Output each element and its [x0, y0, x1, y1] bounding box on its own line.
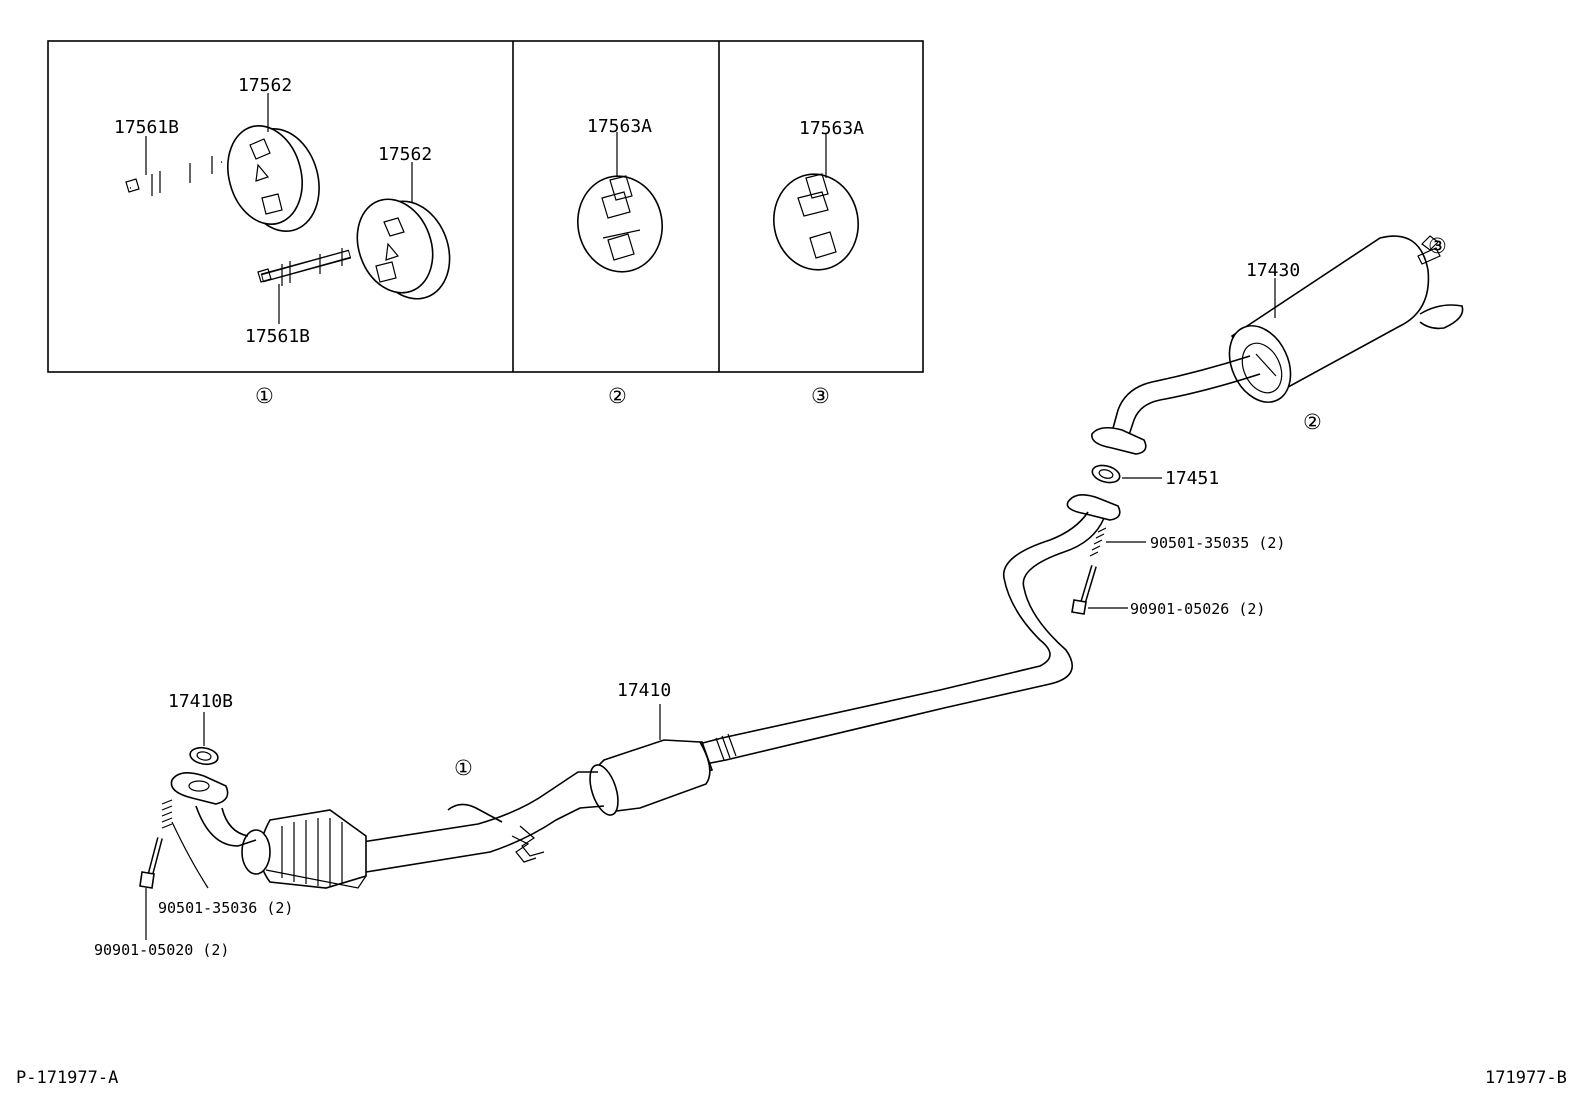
ref-3-muffler: ③ [1428, 234, 1447, 258]
footer-right-id: 171977-B [1485, 1068, 1567, 1088]
label-17563A-panel2: 17563A [587, 116, 652, 137]
bolt-17561B-upper [125, 156, 223, 196]
label-17410B: 17410B [168, 691, 233, 712]
label-90901-05020: 90901-05020 (2) [94, 941, 229, 959]
label-90501-35035: 90501-35035 (2) [1150, 534, 1285, 552]
label-90501-35036: 90501-35036 (2) [158, 899, 293, 917]
label-90901-05026: 90901-05026 (2) [1130, 600, 1265, 618]
panel-3: 17563A [773, 118, 864, 271]
hanger-17562-lower [356, 198, 451, 300]
label-17561B-upper: 17561B [114, 117, 179, 138]
inset-frame [47, 40, 924, 373]
panel-1-ref: ① [255, 384, 274, 408]
ref-1-pipe: ① [454, 756, 473, 780]
panel-2-ref: ② [608, 384, 627, 408]
label-17562-upper: 17562 [238, 75, 292, 96]
front-spring-bolt: 90501-35036 (2) 90901-05020 (2) [94, 799, 293, 959]
front-pipe-converter [170, 772, 367, 889]
panel-2: 17563A [577, 116, 663, 273]
label-17430: 17430 [1246, 260, 1300, 281]
ref-2-muffler: ② [1303, 410, 1322, 434]
label-17410: 17410 [617, 680, 671, 701]
panel-1: 17562 17561B 17562 17561B [114, 75, 451, 347]
gasket-17410B: 17410B [168, 691, 233, 766]
muffler-17430: 17430 ③ ② [1091, 234, 1464, 455]
panel-3-ref: ③ [811, 384, 830, 408]
label-17561B-lower: 17561B [245, 326, 310, 347]
footer-left-id: P-171977-A [16, 1068, 118, 1088]
bolt-17561B-lower [257, 248, 352, 286]
center-pipe-17410: 17410 ① [361, 494, 1121, 873]
rear-spring-bolt: 90501-35035 (2) 90901-05026 (2) [1071, 527, 1285, 618]
gasket-17451: 17451 [1091, 464, 1219, 489]
hanger-17562-upper [227, 125, 320, 232]
label-17451: 17451 [1165, 468, 1219, 489]
label-17562-lower: 17562 [378, 144, 432, 165]
label-17563A-panel3: 17563A [799, 118, 864, 139]
